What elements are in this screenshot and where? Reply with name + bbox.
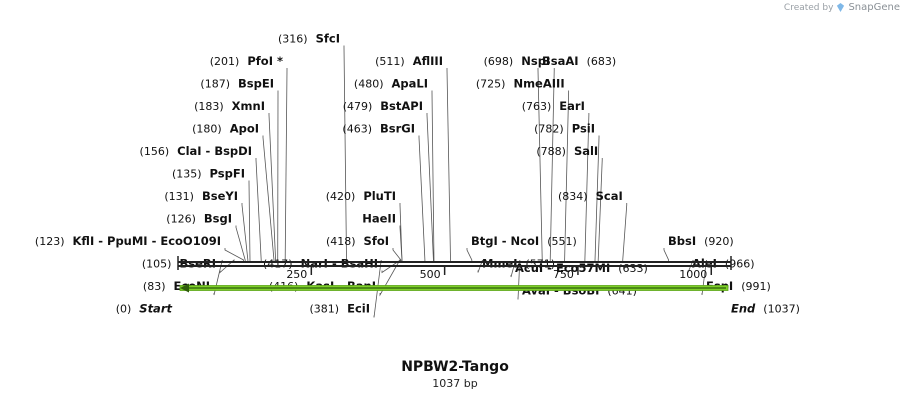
site-name[interactable]: PfoI * (247, 54, 283, 68)
site-position: (418) (326, 235, 356, 248)
site-position: (0) (116, 303, 132, 316)
cut-line (549, 68, 555, 262)
site-position: (788) (536, 145, 566, 158)
site-name[interactable]: AcuI - Eco57MI (515, 261, 610, 275)
site-name[interactable]: PsiI (572, 122, 595, 136)
site-position: (698) (484, 55, 514, 68)
credit-text: Created by (783, 2, 834, 13)
cut-line (255, 158, 262, 262)
site-position: (551) (547, 235, 577, 248)
site-position: (571) (526, 258, 556, 271)
map-title: NPBW2-Tango (401, 359, 509, 375)
site-name[interactable]: BtgI - NcoI (471, 234, 539, 248)
site-position: (187) (200, 78, 230, 91)
site-position: (201) (210, 55, 240, 68)
site-name[interactable]: XmnI (232, 99, 265, 113)
ruler-tick-label: 500 (420, 268, 441, 281)
site-name[interactable]: PluTI (363, 189, 396, 203)
site-position: (126) (166, 213, 196, 226)
site-name[interactable]: EarI (559, 99, 585, 113)
site-position: (180) (192, 123, 222, 136)
cut-line (622, 203, 628, 262)
site-position: (683) (587, 55, 617, 68)
site-position: (511) (375, 55, 405, 68)
cut-line (446, 68, 451, 262)
cut-line (343, 45, 347, 262)
cut-line (284, 68, 288, 262)
map-subtitle: 1037 bp (432, 377, 478, 390)
site-position: (135) (172, 168, 202, 181)
cut-line (418, 135, 426, 262)
cut-line (248, 180, 251, 262)
site-name[interactable]: ClaI - BspDI (177, 144, 252, 158)
site-position: (633) (618, 262, 648, 275)
ruler-tick-label: 250 (286, 268, 307, 281)
site-position: (834) (558, 190, 588, 203)
site-position: (782) (534, 123, 564, 136)
site-name[interactable]: SalI (574, 144, 598, 158)
site-name[interactable]: BstAPI (380, 99, 423, 113)
site-position: (105) (142, 258, 172, 271)
site-name[interactable]: BsgI (204, 212, 232, 226)
site-position: (463) (342, 123, 372, 136)
site-name[interactable]: ScaI (596, 189, 623, 203)
site-position: (991) (741, 280, 771, 293)
site-position: (763) (522, 100, 552, 113)
credit-brand: SnapGene (848, 2, 900, 13)
ruler-tick-label: 1000 (679, 268, 707, 281)
site-position: (381) (310, 303, 340, 316)
site-name[interactable]: SfcI (316, 32, 340, 46)
site-position: (479) (343, 100, 373, 113)
site-name[interactable]: SfoI (364, 234, 389, 248)
site-name[interactable]: PspFI (210, 167, 245, 181)
site-position: (83) (143, 280, 166, 293)
cut-line (663, 248, 670, 262)
snapgene-credit: Created by SnapGene (784, 2, 900, 13)
site-name[interactable]: MmeI (482, 257, 518, 271)
site-position: (920) (704, 235, 734, 248)
site-name[interactable]: AflIII (413, 54, 443, 68)
site-position: (1037) (763, 303, 800, 316)
site-name[interactable]: BseYI (202, 189, 238, 203)
site-position: (966) (725, 258, 755, 271)
site-name[interactable]: ApaLI (392, 77, 429, 91)
site-name[interactable]: NarI - BsaHI (301, 257, 378, 271)
site-position: (156) (140, 145, 170, 158)
site-name[interactable]: Start (139, 302, 172, 316)
site-name[interactable]: BseRI (179, 257, 216, 271)
cut-line (537, 68, 543, 262)
site-name[interactable]: ApoI (230, 122, 259, 136)
site-position: (183) (194, 100, 224, 113)
site-name[interactable]: KflI - PpuMI - EcoO109I (73, 234, 221, 248)
site-name[interactable]: BbsI (668, 234, 696, 248)
site-position: (417) (263, 258, 293, 271)
cut-line (597, 158, 603, 262)
ruler-tick-label: 750 (553, 268, 574, 281)
feature-arrow[interactable] (179, 283, 729, 293)
ruler: 250 500 750 1000 (286, 266, 713, 281)
site-position: (420) (326, 190, 356, 203)
site-name[interactable]: HaeII (362, 212, 396, 226)
site-name[interactable]: End (731, 302, 756, 316)
site-position: (123) (35, 235, 65, 248)
site-position: (131) (164, 190, 194, 203)
site-position: (725) (476, 78, 506, 91)
site-position: (316) (278, 33, 308, 46)
cut-line (262, 135, 275, 262)
snapgene-logo-icon (837, 3, 845, 12)
cut-line (466, 248, 473, 262)
feature-arrow-head[interactable] (180, 283, 189, 293)
site-name[interactable]: EciI (347, 302, 370, 316)
site-name[interactable]: BspEI (238, 77, 274, 91)
site-name[interactable]: BsrGI (380, 122, 415, 136)
site-position: (480) (354, 78, 384, 91)
site-name[interactable]: NmeAIII (513, 77, 564, 91)
site-name[interactable]: NspI (521, 54, 550, 68)
site-name[interactable]: BsaAI (542, 54, 579, 68)
